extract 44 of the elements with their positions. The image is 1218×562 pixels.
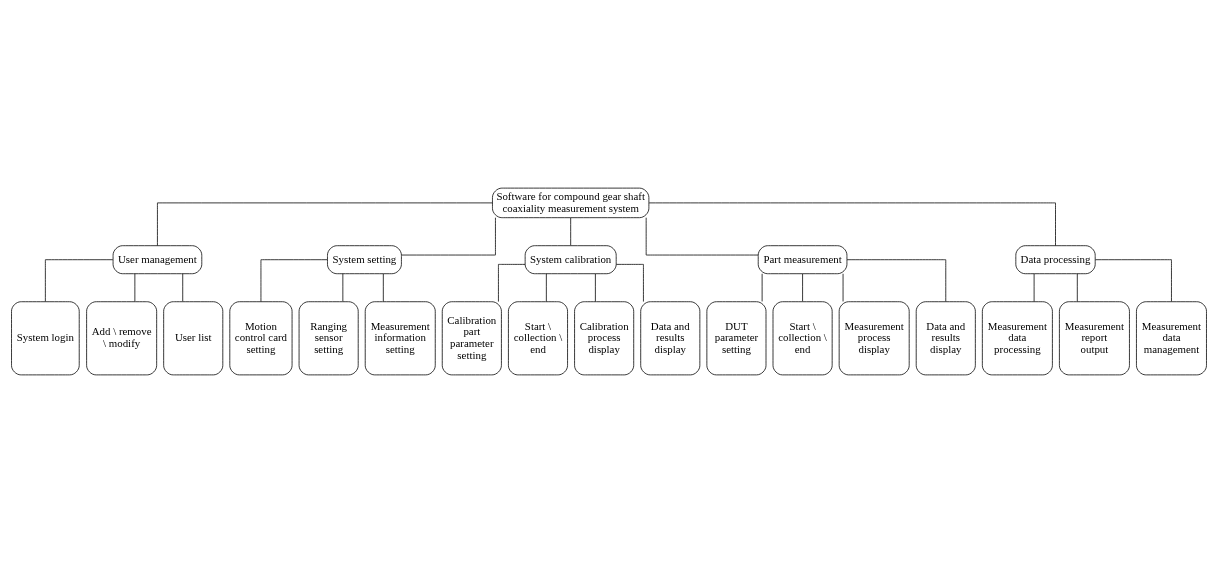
connector (842, 272, 844, 302)
node-box: Measurement information setting (364, 300, 436, 375)
connector (45, 258, 114, 302)
connector (134, 272, 136, 302)
node-box: Measurement process display (838, 300, 910, 375)
connector (1076, 272, 1078, 302)
node-box: Measurement data management (1136, 300, 1207, 375)
connector (545, 272, 547, 302)
connector (401, 216, 496, 255)
node-box: Data and results display (915, 300, 976, 375)
node-box: System setting (327, 244, 402, 274)
node-box: Measurement report output (1059, 300, 1130, 375)
node-box: Calibration process display (574, 300, 635, 375)
connector (802, 272, 803, 302)
connector (846, 258, 947, 302)
node-box: Motion control card setting (229, 300, 293, 375)
node-box: User management (112, 244, 203, 274)
connector (570, 216, 572, 246)
node-box: DUT parameter setting (706, 300, 767, 375)
connector (595, 272, 596, 302)
connector (157, 202, 493, 246)
node-box: System login (11, 300, 80, 375)
connector (342, 272, 344, 302)
node-box: Data and results display (640, 300, 701, 375)
connector (1033, 272, 1035, 302)
node-box: User list (163, 300, 224, 375)
node-box: Software for compound gear shaft coaxiality measurement system (492, 187, 650, 218)
node-box: Start \ collection \ end (772, 300, 833, 375)
node-box: System calibration (524, 244, 617, 274)
connector (761, 272, 763, 302)
connector (648, 202, 1056, 246)
node-box: Add \ remove \ modify (86, 300, 158, 375)
connector (498, 263, 526, 302)
node-box: Data processing (1015, 244, 1096, 274)
node-box: Ranging sensor setting (298, 300, 359, 375)
node-box: Part measurement (757, 244, 848, 274)
connector (182, 272, 184, 302)
node-box: Start \ collection \ end (508, 300, 568, 375)
connector (615, 263, 644, 302)
connector (260, 258, 328, 302)
connector (1095, 258, 1172, 302)
connector (382, 272, 384, 302)
node-box: Calibration part parameter setting (441, 300, 502, 375)
node-box: Measurement data processing (981, 300, 1053, 375)
